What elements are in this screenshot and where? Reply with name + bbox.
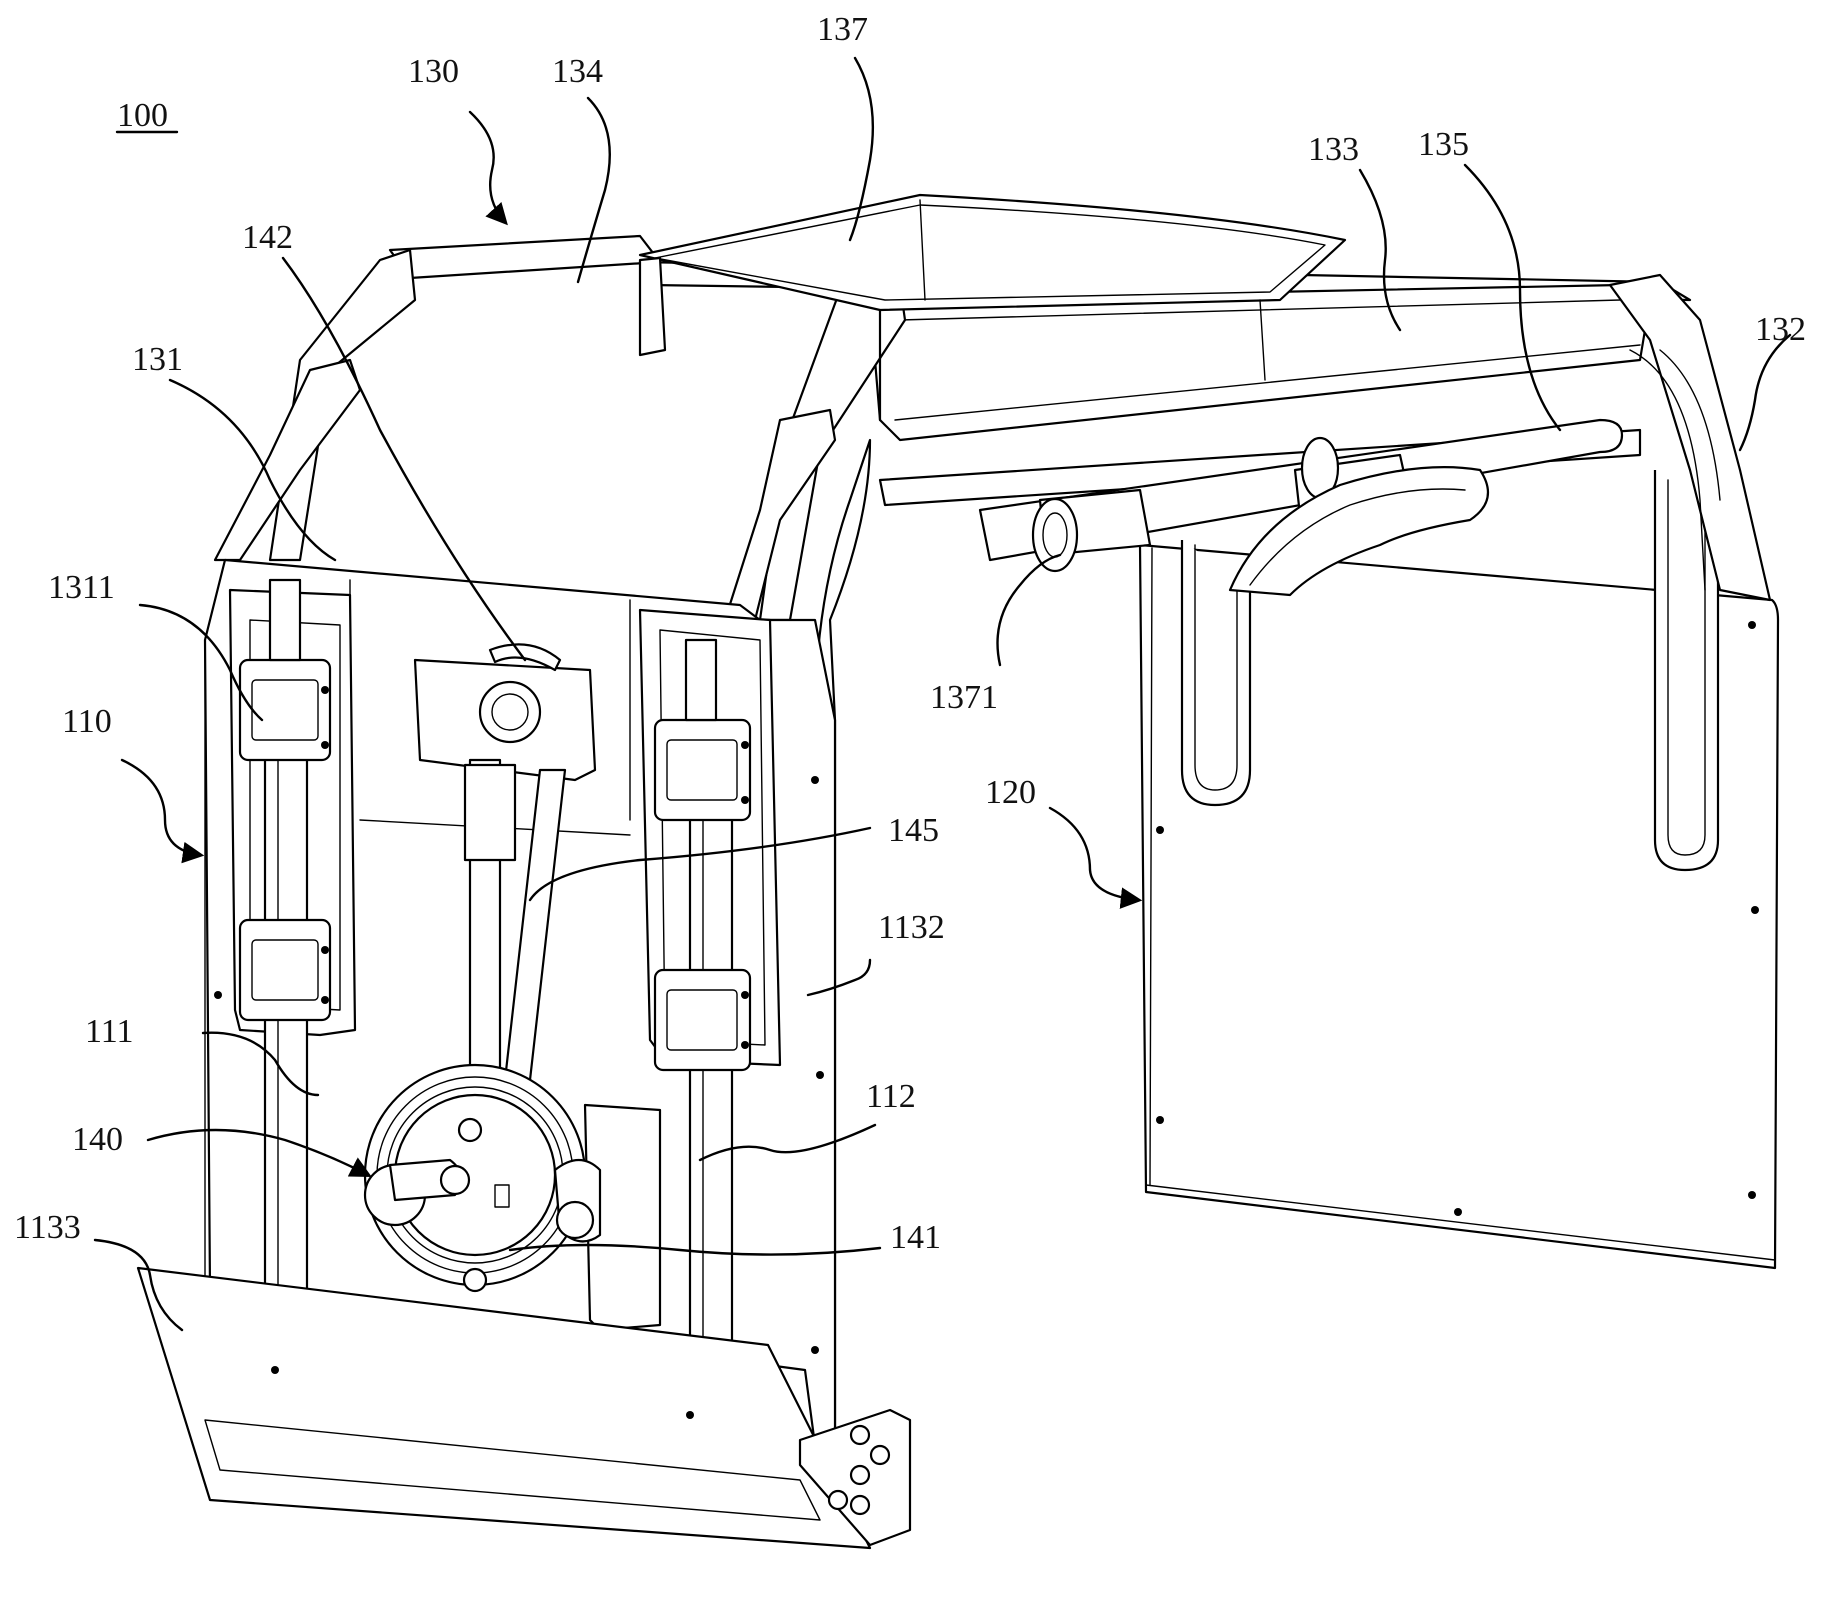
label-134: 134 — [552, 53, 603, 90]
label-110: 110 — [62, 703, 112, 740]
label-145: 145 — [888, 812, 939, 849]
label-130: 130 — [408, 53, 459, 90]
label-112: 112 — [866, 1078, 916, 1115]
assembly-number: 100 — [117, 97, 168, 134]
label-131: 131 — [132, 341, 183, 378]
label-142: 142 — [242, 219, 293, 256]
label-111: 111 — [85, 1013, 133, 1050]
label-135: 135 — [1418, 126, 1469, 163]
label-140: 140 — [72, 1121, 123, 1158]
label-1311: 1311 — [48, 569, 115, 606]
label-1132: 1132 — [878, 909, 945, 946]
label-1133: 1133 — [14, 1209, 81, 1246]
label-132: 132 — [1755, 311, 1806, 348]
label-133: 133 — [1308, 131, 1359, 168]
label-137: 137 — [817, 11, 868, 48]
label-1371: 1371 — [930, 679, 998, 716]
label-120: 120 — [985, 774, 1036, 811]
label-141: 141 — [890, 1219, 941, 1256]
